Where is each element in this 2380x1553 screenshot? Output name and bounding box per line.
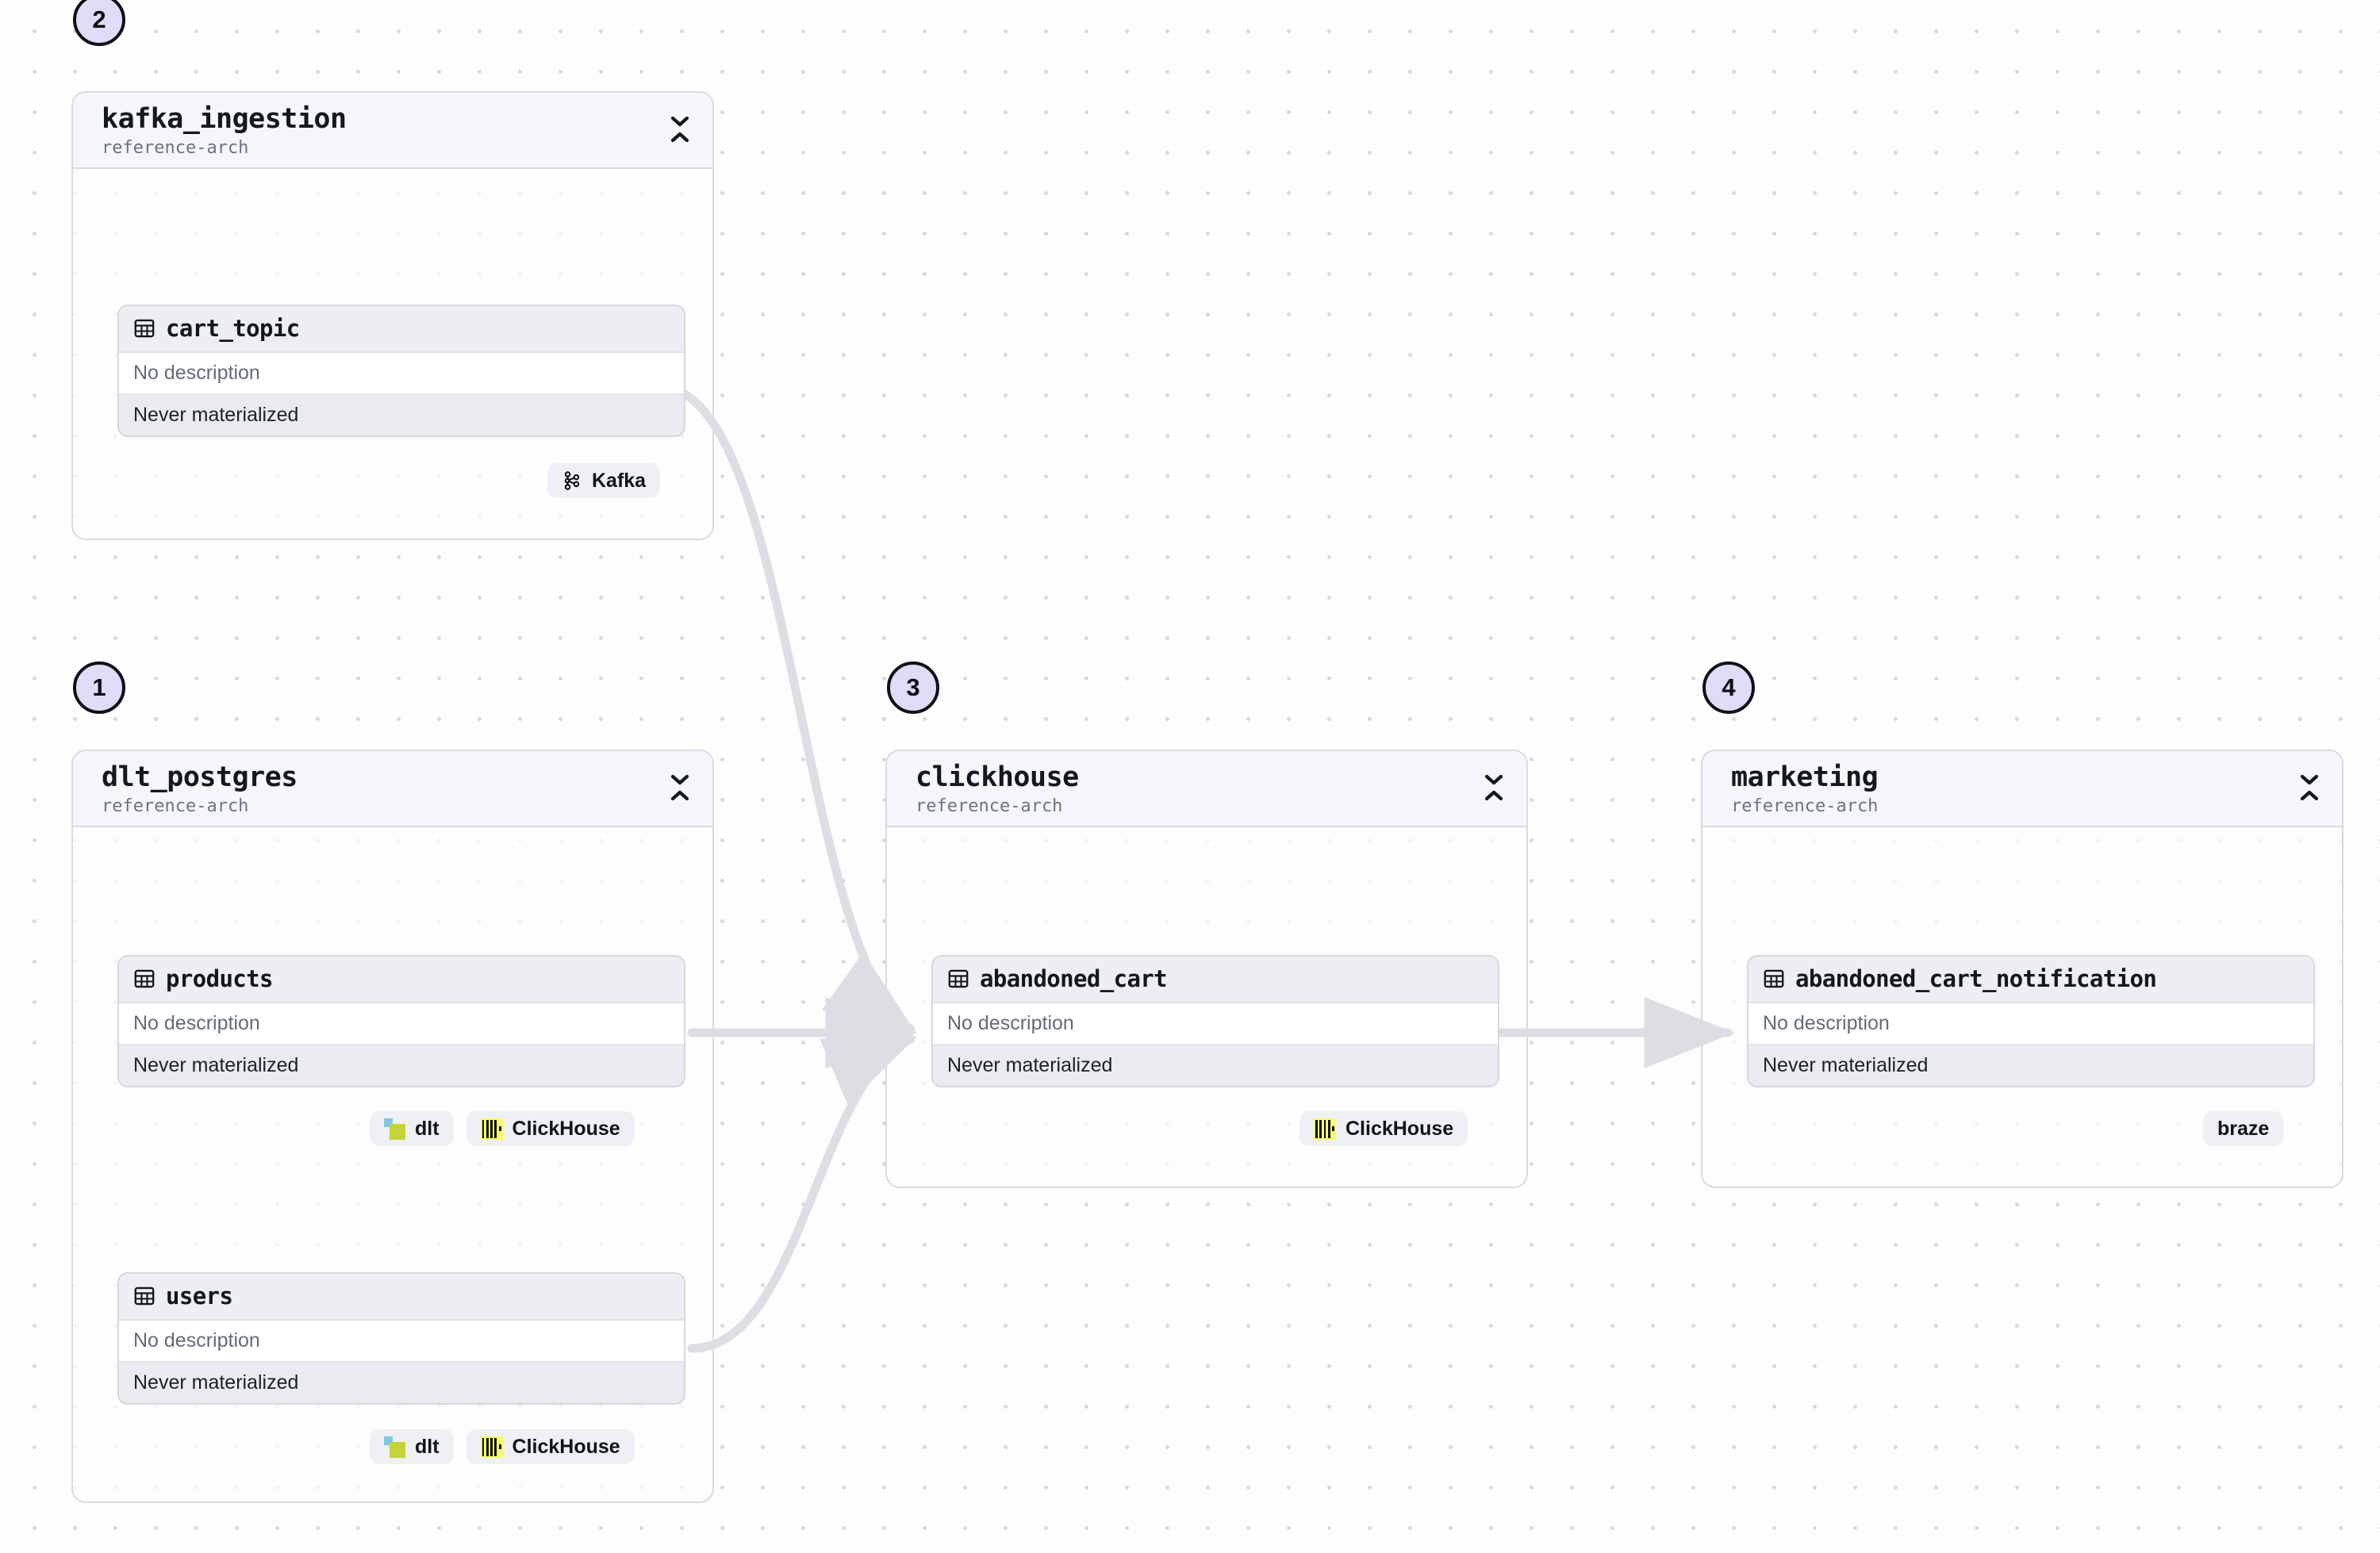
asset-node-materialization: Never materialized [119,1361,684,1403]
asset-node-cart-topic[interactable]: cart_topic No description Never material… [117,305,685,437]
table-icon [133,968,155,990]
clickhouse-icon [480,1436,503,1458]
asset-node-name: products [166,965,273,992]
collapse-icon[interactable] [668,113,692,145]
clickhouse-icon [480,1118,503,1140]
tag-label: ClickHouse [512,1435,620,1458]
group-subtitle: reference-arch [1731,796,1879,817]
asset-node-description: No description [119,353,684,393]
group-title: marketing [1731,761,1879,793]
tag-label: braze [2217,1117,2270,1140]
tag-label: Kafka [592,469,647,492]
clickhouse-icon [1314,1118,1336,1140]
group-title: kafka_ingestion [102,103,347,135]
group-subtitle: reference-arch [102,796,249,817]
asset-node-materialization: Never materialized [119,1044,684,1086]
table-icon [133,1285,155,1307]
tag-row-products: dlt ClickHouse [370,1111,635,1146]
group-header-marketing[interactable]: marketing reference-arch [1702,751,2342,827]
asset-node-description: No description [1749,1003,2313,1044]
asset-node-abandoned-cart-notification[interactable]: abandoned_cart_notification No descripti… [1747,955,2315,1087]
tag-row-abandoned-cart-notification: braze [2203,1111,2284,1146]
tag-dlt[interactable]: dlt [370,1429,454,1464]
asset-node-description: No description [119,1003,684,1044]
step-badge-3: 3 [887,661,939,714]
collapse-icon[interactable] [668,772,692,803]
dlt-icon [384,1118,405,1140]
group-title: clickhouse [916,761,1079,793]
collapse-icon[interactable] [2297,772,2321,803]
asset-node-header[interactable]: abandoned_cart [933,957,1498,1003]
asset-node-description: No description [119,1321,684,1361]
tag-label: ClickHouse [1345,1117,1454,1140]
asset-node-header[interactable]: products [119,957,684,1003]
tag-label: ClickHouse [512,1117,620,1140]
tag-clickhouse[interactable]: ClickHouse [466,1111,635,1146]
asset-node-products[interactable]: products No description Never materializ… [117,955,685,1087]
step-badge-2: 2 [73,0,125,46]
asset-node-users[interactable]: users No description Never materialized [117,1272,685,1405]
asset-node-name: abandoned_cart [980,965,1168,992]
tag-clickhouse[interactable]: ClickHouse [1299,1111,1468,1146]
group-subtitle: reference-arch [916,796,1063,817]
table-icon [947,968,969,990]
group-title: dlt_postgres [102,761,298,793]
asset-node-name: users [166,1283,233,1310]
table-icon [133,317,155,339]
table-icon [1763,968,1785,990]
asset-node-description: No description [933,1003,1498,1044]
asset-node-name: cart_topic [166,315,300,342]
group-header-dlt-postgres[interactable]: dlt_postgres reference-arch [73,751,712,827]
step-badge-4: 4 [1702,661,1755,714]
asset-node-materialization: Never materialized [119,393,684,435]
tag-row-cart-topic: Kafka [547,463,661,498]
asset-node-abandoned-cart[interactable]: abandoned_cart No description Never mate… [931,955,1499,1087]
asset-node-header[interactable]: abandoned_cart_notification [1749,957,2313,1003]
tag-clickhouse[interactable]: ClickHouse [466,1429,635,1464]
dlt-icon [384,1436,405,1458]
kafka-icon [562,470,582,491]
tag-kafka[interactable]: Kafka [547,463,661,498]
tag-label: dlt [415,1117,440,1140]
edge-users-to-abandoned-cart [687,1034,918,1353]
asset-node-materialization: Never materialized [933,1044,1498,1086]
tag-row-abandoned-cart: ClickHouse [1299,1111,1468,1146]
tag-dlt[interactable]: dlt [370,1111,454,1146]
group-subtitle: reference-arch [102,138,249,159]
tag-braze[interactable]: braze [2203,1111,2284,1146]
asset-node-header[interactable]: cart_topic [119,306,684,353]
asset-node-header[interactable]: users [119,1274,684,1321]
asset-node-name: abandoned_cart_notification [1795,965,2157,992]
asset-node-materialization: Never materialized [1749,1044,2313,1086]
group-header-kafka-ingestion[interactable]: kafka_ingestion reference-arch [73,93,712,169]
collapse-icon[interactable] [1482,772,1506,803]
tag-row-users: dlt ClickHouse [370,1429,635,1464]
group-header-clickhouse[interactable]: clickhouse reference-arch [887,751,1526,827]
step-badge-1: 1 [73,661,125,714]
tag-label: dlt [415,1435,440,1458]
